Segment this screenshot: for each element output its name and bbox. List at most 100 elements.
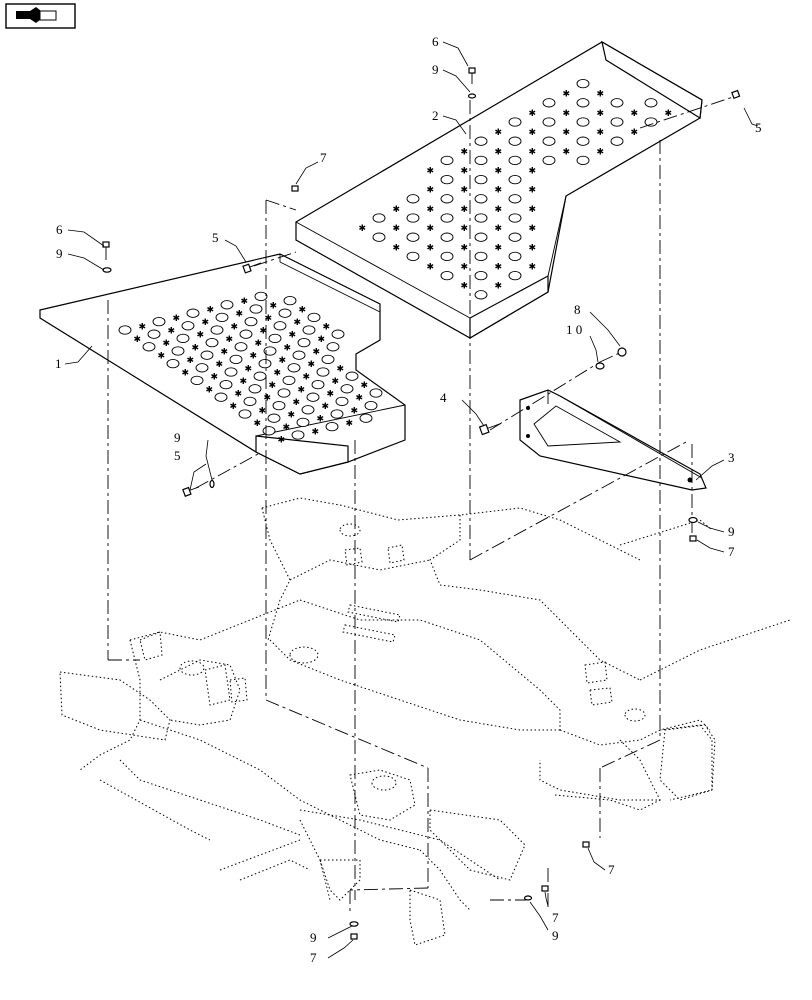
perforation-star: ✱: [265, 314, 273, 324]
perforation-star: ✱: [631, 109, 639, 119]
perforation-hole: [306, 392, 320, 402]
perforation-hole: [508, 136, 522, 146]
perforation-hole: [364, 400, 378, 411]
perforation-hole: [267, 413, 281, 423]
perforation-hole: [610, 98, 624, 108]
perforation-star: ✱: [495, 186, 503, 196]
perforation-star: ✱: [529, 263, 537, 273]
perforation-star: ✱: [235, 390, 243, 400]
callout-9: 9: [432, 62, 439, 77]
perforation-hole: [508, 232, 522, 242]
perforation-star: ✱: [192, 343, 200, 353]
perforation-hole: [273, 321, 287, 331]
perforation-star: ✱: [168, 327, 176, 337]
perforation-hole: [474, 194, 488, 204]
perforation-star: ✱: [323, 322, 331, 332]
perforation-hole: [508, 117, 522, 127]
perforation-star: ✱: [298, 385, 306, 395]
perforation-star: ✱: [563, 147, 571, 157]
perforation-star: ✱: [279, 356, 287, 366]
perforation-hole: [200, 350, 214, 360]
perforation-star: ✱: [461, 205, 469, 215]
perforation-star: ✱: [529, 243, 537, 253]
bolt-6-top: [468, 67, 476, 84]
washer-9-left: [102, 267, 112, 273]
perforation-hole: [171, 346, 185, 356]
perforation-star: ✱: [187, 356, 195, 366]
step-plate-2[interactable]: ✱✱✱✱✱✱✱✱✱✱✱✱✱✱✱✱✱✱✱✱✱✱✱✱✱✱✱✱✱✱✱✱✱✱✱✱✱✱✱✱…: [295, 40, 703, 340]
perforation-hole: [330, 409, 344, 419]
perforation-hole: [239, 329, 253, 339]
perforation-hole: [152, 316, 166, 327]
perforation-star: ✱: [284, 343, 292, 353]
perforation-hole: [359, 413, 373, 423]
perforation-star: ✱: [216, 360, 224, 370]
page-arrow-icon[interactable]: [5, 3, 76, 29]
perforation-star: ✱: [240, 377, 248, 387]
perforation-star: ✱: [495, 282, 503, 292]
perforation-hole: [474, 232, 488, 242]
perforation-hole: [272, 400, 286, 411]
perforation-star: ✱: [563, 128, 571, 138]
perforation-star: ✱: [322, 402, 330, 412]
perforation-hole: [205, 337, 219, 348]
bolt-4: [478, 423, 501, 436]
perforation-star: ✱: [427, 167, 435, 177]
perforation-hole: [147, 329, 161, 339]
perforation-hole: [142, 342, 156, 352]
perforation-star: ✱: [529, 167, 537, 177]
perforation-hole: [542, 98, 556, 108]
perforation-star: ✱: [597, 109, 605, 119]
callout-5: 5: [174, 448, 181, 463]
callout-9: 9: [310, 930, 317, 945]
perforation-hole: [321, 354, 335, 365]
perforation-star: ✱: [211, 373, 219, 383]
perforation-hole: [268, 333, 282, 344]
perforation-hole: [440, 232, 454, 242]
perforation-star: ✱: [597, 90, 605, 100]
perforation-star: ✱: [495, 167, 503, 177]
perforation-hole: [248, 384, 262, 394]
perforation-star: ✱: [597, 147, 605, 157]
perforation-star: ✱: [461, 147, 469, 157]
perforation-star: ✱: [529, 186, 537, 196]
perforation-star: ✱: [313, 348, 321, 358]
perforation-hole: [215, 312, 229, 323]
perforation-star: ✱: [231, 322, 239, 332]
perforation-star: ✱: [427, 186, 435, 196]
perforation-hole: [340, 384, 354, 394]
bolt-5-b: [182, 486, 200, 497]
perforation-star: ✱: [665, 109, 673, 119]
perforation-hole: [283, 295, 297, 306]
perforation-star: ✱: [529, 205, 537, 215]
callout-7: 7: [608, 862, 615, 877]
perforation-hole: [220, 300, 234, 310]
callout-7: 7: [552, 910, 559, 925]
perforation-hole: [292, 350, 306, 360]
perforation-hole: [474, 290, 488, 300]
perforation-hole: [440, 213, 454, 223]
bolt-5-a: [242, 262, 262, 274]
perforation-star: ✱: [351, 406, 359, 416]
perforation-hole: [186, 308, 200, 318]
perforation-star: ✱: [427, 224, 435, 234]
washer-10: [595, 362, 605, 370]
perforation-hole: [406, 251, 420, 262]
perforation-hole: [576, 155, 590, 166]
perforation-hole: [474, 136, 488, 146]
perforation-hole: [474, 174, 488, 185]
perforation-star: ✱: [134, 335, 142, 345]
perforation-star: ✱: [563, 109, 571, 119]
washer-9-c: [209, 479, 215, 489]
perforation-hole: [474, 270, 488, 281]
callout-8: 8: [574, 302, 581, 317]
step-plate-1[interactable]: ✱✱✱✱✱✱✱✱✱✱✱✱✱✱✱✱✱✱✱✱✱✱✱✱✱✱✱✱✱✱✱✱✱✱✱✱✱✱✱✱…: [39, 253, 406, 475]
perforation-star: ✱: [495, 205, 503, 215]
perforation-hole: [316, 367, 330, 377]
perforation-hole: [331, 329, 345, 339]
perforation-star: ✱: [563, 90, 571, 100]
washer-9-top: [467, 93, 477, 99]
bracket-3[interactable]: [519, 389, 707, 491]
perforation-star: ✱: [308, 360, 316, 370]
